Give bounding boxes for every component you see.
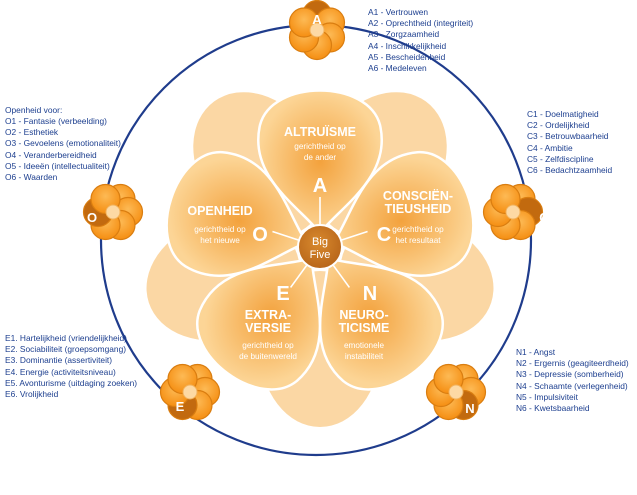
facet-item: C6 - Bedachtzaamheid: [527, 165, 613, 176]
petal-subtitle-c: gerichtheid op: [392, 225, 444, 234]
big-five-center: Big Five: [297, 224, 343, 270]
petal-letter-e: E: [276, 283, 289, 305]
spoke: [340, 230, 368, 241]
facet-item: A5 - Bescheidenheid: [368, 51, 446, 62]
facet-item: O4 - Veranderbereidheid: [5, 149, 97, 160]
facet-item: O1 - Fantasie (verbeelding): [5, 116, 107, 126]
satellite-flower-n: N: [425, 363, 487, 421]
facet-list-extraversion: E1. Hartelijkheid (vriendelijkheid)E2. S…: [5, 333, 137, 400]
petal-title-e: VERSIE: [245, 321, 291, 335]
facet-item: C2 - Ordelijkheid: [527, 120, 590, 131]
facet-item: E5. Avonturisme (uitdaging zoeken): [5, 377, 138, 388]
petal-subtitle-e: de buitenwereld: [239, 352, 297, 361]
facet-item: E6. Vrolijkheid: [5, 389, 59, 400]
satellite-center: [448, 384, 464, 400]
facet-item: C1 - Doelmatigheid: [527, 109, 599, 119]
facet-item: O2 - Esthetiek: [5, 127, 59, 138]
spoke: [332, 264, 351, 288]
petal-letter-n: N: [363, 283, 377, 305]
facet-item: E1. Hartelijkheid (vriendelijkheid): [5, 333, 127, 343]
petal-title-e: EXTRA-: [245, 308, 292, 322]
center-spokes: [272, 197, 368, 288]
petal-subtitle-a: de ander: [304, 153, 337, 162]
petal-subtitle-n: instabiliteit: [345, 352, 384, 361]
openness-heading: Openheid voor:: [5, 105, 63, 115]
facet-item: C5 - Zelfdiscipline: [527, 153, 594, 164]
petal-o: [165, 150, 309, 278]
facet-item: O6 - Waarden: [5, 172, 58, 183]
satellite-flowers: A C N E O: [82, 0, 549, 421]
satellite-letter-c: C: [539, 210, 549, 225]
satellite-letter-e: E: [176, 399, 185, 414]
facet-item: O3 - Gevoelens (emotionaliteit): [5, 138, 121, 149]
facet-item: N6 - Kwetsbaarheid: [516, 403, 590, 414]
facet-item: N4 - Schaamte (verlegenheid): [516, 380, 628, 391]
petal-subtitle-a: gerichtheid op: [294, 142, 346, 151]
satellite-flower-e: E: [159, 363, 221, 421]
petal-letter-c: C: [377, 224, 391, 246]
facet-item: A3 - Zorgzaamheid: [368, 29, 440, 40]
satellite-flower-o: O: [82, 183, 144, 241]
facet-item: O5 - Ideeën (intellectualiteit): [5, 160, 110, 171]
facet-item: A2 - Oprechtheid (integriteit): [368, 18, 474, 29]
petal-subtitle-c: het resultaat: [395, 236, 441, 245]
petal-subtitle-o: het nieuwe: [200, 236, 240, 245]
satellite-flower-c: C: [482, 183, 549, 241]
facet-item: C3 - Betrouwbaarheid: [527, 131, 609, 142]
facet-item: C4 - Ambitie: [527, 142, 573, 153]
petal-title-a: ALTRUÏSME: [284, 124, 356, 139]
satellite-center: [309, 22, 325, 38]
petal-letter-o: O: [252, 224, 268, 246]
satellite-letter-n: N: [465, 401, 474, 416]
satellite-center: [105, 204, 121, 220]
facet-item: A1 - Vertrouwen: [368, 7, 429, 17]
petal-subtitle-n: emotionele: [344, 341, 385, 350]
petal-title-o: OPENHEID: [187, 204, 252, 218]
petal-letter-a: A: [313, 175, 327, 197]
center-label-line2: Five: [310, 249, 331, 261]
spoke: [272, 230, 300, 241]
facet-list-openness: O1 - Fantasie (verbeelding)O2 - Esthetie…: [5, 116, 121, 183]
satellite-center: [182, 384, 198, 400]
center-label-line1: Big: [312, 236, 328, 248]
satellite-letter-a: A: [312, 12, 322, 27]
facet-item: N2 - Ergernis (geagiteerdheid): [516, 358, 629, 369]
petal-subtitle-e: gerichtheid op: [242, 341, 294, 350]
satellite-center: [505, 204, 521, 220]
facet-item: E4. Energie (activiteitsniveau): [5, 366, 116, 377]
inner-petal-layer: [165, 89, 475, 391]
petal-subtitle-o: gerichtheid op: [194, 225, 246, 234]
spoke: [289, 264, 308, 288]
satellite-flower-a: A: [288, 0, 346, 61]
petal-title-n: TICISME: [339, 321, 390, 335]
petal-title-c: CONSCIËN-: [383, 188, 453, 203]
facet-item: N3 - Depressie (somberheid): [516, 369, 624, 380]
facet-item: A6 - Medeleven: [368, 63, 427, 74]
facet-item: A4 - Inschikkelijkheid: [368, 40, 447, 51]
petal-title-n: NEURO-: [339, 308, 388, 322]
facet-item: E2. Sociabiliteit (groepsomgang): [5, 344, 127, 355]
facet-item: E3. Dominantie (assertiviteit): [5, 355, 113, 366]
petal-title-c: TIEUSHEID: [385, 202, 452, 216]
facet-item: N1 - Angst: [516, 347, 556, 357]
satellite-letter-o: O: [87, 210, 97, 225]
facet-item: N5 - Impulsiviteit: [516, 391, 578, 402]
